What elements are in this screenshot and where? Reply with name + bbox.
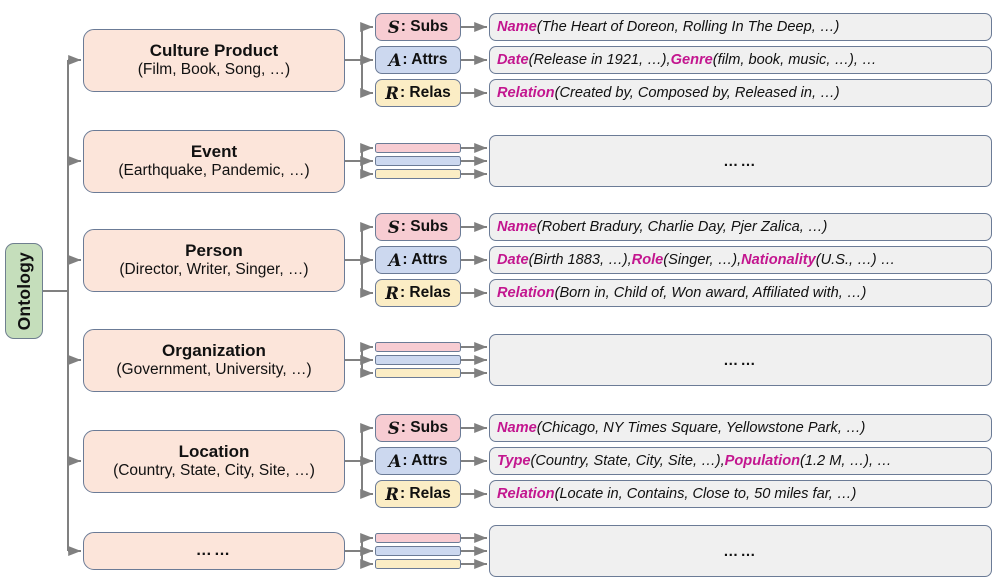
- collapsed-content-organization: ……: [489, 334, 992, 386]
- facet-bar-subs-organization[interactable]: [375, 342, 461, 352]
- facet-content-subs-culture-product: Name (The Heart of Doreon, Rolling In Th…: [489, 13, 992, 41]
- entity-title: Organization: [162, 340, 266, 360]
- facet-key: Relation: [497, 486, 555, 502]
- facet-key: Relation: [497, 285, 555, 301]
- entity-node-more[interactable]: ……: [83, 532, 345, 570]
- facet-key: Date: [497, 252, 529, 268]
- facet-tag-label: : Subs: [400, 18, 449, 35]
- facet-key: Population: [724, 453, 801, 469]
- facet-key: Role: [631, 252, 664, 268]
- facet-content-relas-culture-product: Relation (Created by, Composed by, Relea…: [489, 79, 992, 107]
- facet-tag-subs-culture-product[interactable]: S: Subs: [375, 13, 461, 41]
- facet-tag-label: : Attrs: [402, 51, 448, 68]
- entity-title: Person: [185, 240, 243, 260]
- facet-bar-attrs-organization[interactable]: [375, 355, 461, 365]
- facet-key: Relation: [497, 85, 555, 101]
- facet-key: Date: [497, 52, 529, 68]
- entity-node-culture-product[interactable]: Culture Product(Film, Book, Song, …): [83, 28, 345, 92]
- collapsed-ellipsis: ……: [723, 542, 758, 560]
- facet-value: (Country, State, City, Site, …),: [530, 453, 725, 469]
- facet-value: (Created by, Composed by, Released in, ……: [554, 85, 840, 101]
- facet-bar-attrs-more[interactable]: [375, 546, 461, 556]
- facet-tag-label: : Attrs: [402, 452, 448, 469]
- facet-bar-relas-event[interactable]: [375, 169, 461, 179]
- facet-symbol-icon: S: [387, 217, 400, 237]
- entity-title: Culture Product: [149, 40, 279, 60]
- facet-tag-label: : Attrs: [402, 251, 448, 268]
- entity-title: Event: [190, 141, 238, 161]
- facet-tag-label: : Relas: [399, 284, 451, 301]
- entity-subtitle: (Film, Book, Song, …): [137, 61, 291, 79]
- entity-subtitle: (Country, State, City, Site, …): [113, 462, 315, 480]
- collapsed-ellipsis: ……: [723, 152, 758, 170]
- facet-content-attrs-location: Type (Country, State, City, Site, …), Po…: [489, 447, 992, 475]
- facet-tag-relas-culture-product[interactable]: R: Relas: [375, 79, 461, 107]
- facet-value: (Birth 1883, …),: [528, 252, 632, 268]
- ontology-root-label: Ontology: [13, 251, 34, 331]
- entity-subtitle: (Earthquake, Pandemic, …): [118, 162, 310, 180]
- entity-node-location[interactable]: Location(Country, State, City, Site, …): [83, 429, 345, 493]
- facet-content-attrs-person: Date (Birth 1883, …), Role (Singer, …), …: [489, 246, 992, 274]
- facet-value: (Locate in, Contains, Close to, 50 miles…: [554, 486, 857, 502]
- facet-tag-relas-location[interactable]: R: Relas: [375, 480, 461, 508]
- facet-bar-subs-more[interactable]: [375, 533, 461, 543]
- facet-symbol-icon: R: [385, 484, 399, 504]
- facet-tag-label: : Relas: [399, 84, 451, 101]
- facet-key: Type: [497, 453, 531, 469]
- entity-node-person[interactable]: Person(Director, Writer, Singer, …): [83, 228, 345, 292]
- facet-key: Nationality: [741, 252, 816, 268]
- facet-content-relas-person: Relation (Born in, Child of, Won award, …: [489, 279, 992, 307]
- facet-key: Name: [497, 420, 537, 436]
- ontology-root-node[interactable]: Ontology: [5, 243, 43, 339]
- facet-symbol-icon: S: [387, 418, 400, 438]
- facet-tag-relas-person[interactable]: R: Relas: [375, 279, 461, 307]
- entity-title: Location: [178, 441, 250, 461]
- facet-bar-subs-event[interactable]: [375, 143, 461, 153]
- facet-value: (The Heart of Doreon, Rolling In The Dee…: [536, 19, 840, 35]
- facet-value: (film, book, music, …), …: [712, 52, 877, 68]
- facet-tag-attrs-location[interactable]: A: Attrs: [375, 447, 461, 475]
- facet-value: (Robert Bradury, Charlie Day, Pjer Zalic…: [536, 219, 828, 235]
- entity-subtitle: (Government, University, …): [116, 361, 312, 379]
- entity-node-event[interactable]: Event(Earthquake, Pandemic, …): [83, 129, 345, 193]
- facet-symbol-icon: R: [385, 283, 399, 303]
- facet-value: (Singer, …),: [663, 252, 742, 268]
- facet-content-subs-location: Name (Chicago, NY Times Square, Yellowst…: [489, 414, 992, 442]
- facet-symbol-icon: A: [388, 50, 402, 70]
- facet-symbol-icon: R: [385, 83, 399, 103]
- facet-bar-relas-more[interactable]: [375, 559, 461, 569]
- facet-tag-subs-location[interactable]: S: Subs: [375, 414, 461, 442]
- facet-bar-attrs-event[interactable]: [375, 156, 461, 166]
- facet-value: (Born in, Child of, Won award, Affiliate…: [554, 285, 867, 301]
- facet-content-relas-location: Relation (Locate in, Contains, Close to,…: [489, 480, 992, 508]
- facet-value: (Release in 1921, …),: [528, 52, 671, 68]
- entity-subtitle: (Director, Writer, Singer, …): [119, 261, 309, 279]
- facet-tag-label: : Subs: [400, 419, 449, 436]
- facet-key: Name: [497, 219, 537, 235]
- collapsed-ellipsis: ……: [723, 351, 758, 369]
- facet-value: (1.2 M, …), …: [800, 453, 892, 469]
- facet-tag-attrs-culture-product[interactable]: A: Attrs: [375, 46, 461, 74]
- facet-tag-label: : Subs: [400, 218, 449, 235]
- facet-tag-label: : Relas: [399, 485, 451, 502]
- facet-key: Name: [497, 19, 537, 35]
- facet-value: (Chicago, NY Times Square, Yellowstone P…: [536, 420, 866, 436]
- facet-content-attrs-culture-product: Date (Release in 1921, …), Genre (film, …: [489, 46, 992, 74]
- facet-symbol-icon: A: [388, 451, 402, 471]
- facet-key: Genre: [670, 52, 713, 68]
- facet-tag-attrs-person[interactable]: A: Attrs: [375, 246, 461, 274]
- entity-node-organization[interactable]: Organization(Government, University, …): [83, 328, 345, 392]
- facet-value: (U.S., …) …: [815, 252, 896, 268]
- facet-symbol-icon: A: [388, 250, 402, 270]
- facet-content-subs-person: Name (Robert Bradury, Charlie Day, Pjer …: [489, 213, 992, 241]
- facet-bar-relas-organization[interactable]: [375, 368, 461, 378]
- entity-title: ……: [195, 541, 233, 559]
- collapsed-content-more: ……: [489, 525, 992, 577]
- facet-symbol-icon: S: [387, 17, 400, 37]
- facet-tag-subs-person[interactable]: S: Subs: [375, 213, 461, 241]
- collapsed-content-event: ……: [489, 135, 992, 187]
